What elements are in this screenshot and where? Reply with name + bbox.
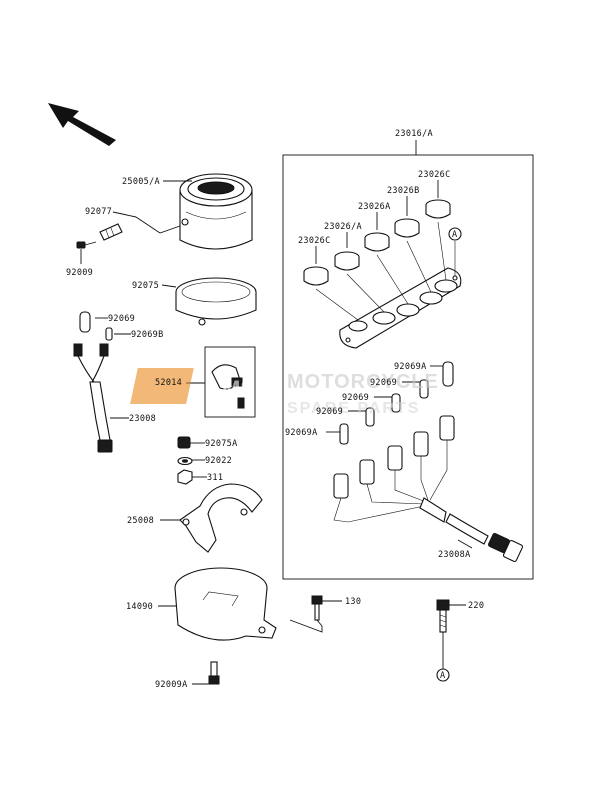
lens-cap-23026B bbox=[394, 218, 420, 238]
watermark-line2: SPARE PARTS bbox=[287, 400, 420, 417]
nut-311 bbox=[177, 469, 193, 485]
label-92009: 92009 bbox=[66, 268, 93, 278]
watermark-badge-text: MSP bbox=[222, 376, 270, 401]
bulbs-right-side bbox=[339, 361, 454, 445]
ref-a-top-text: A bbox=[452, 230, 457, 240]
watermark-badge bbox=[130, 368, 194, 404]
screw-92009 bbox=[76, 241, 97, 249]
label-23016A: 23016/A bbox=[395, 129, 433, 139]
lens-cap-23026A bbox=[364, 232, 390, 252]
watermark-line1: MOTORCYCLE bbox=[287, 371, 439, 393]
label-52014: 52014 bbox=[155, 378, 182, 388]
label-92075A: 92075A bbox=[205, 439, 238, 449]
label-92075: 92075 bbox=[132, 281, 159, 291]
front-direction-arrow-icon bbox=[48, 103, 116, 146]
washer-92022 bbox=[177, 456, 193, 466]
lens-cap-23026C-left bbox=[303, 266, 329, 286]
reference-marker-a-top bbox=[448, 227, 462, 241]
label-220: 220 bbox=[468, 601, 484, 611]
label-25005A: 25005/A bbox=[122, 177, 160, 187]
lens-cap-23026-slash-A bbox=[334, 251, 360, 271]
mounting-ring-92075 bbox=[175, 277, 257, 326]
lens-cap-23026C-top bbox=[425, 199, 451, 219]
bolt-130 bbox=[311, 595, 323, 621]
label-23008A: 23008A bbox=[438, 550, 471, 560]
drive-cable-adapter bbox=[99, 223, 123, 241]
label-92069-left: 92069 bbox=[108, 314, 135, 324]
screw-92009A bbox=[208, 661, 220, 685]
label-23026A: 23026A bbox=[358, 202, 391, 212]
ref-a-bottom-text: A bbox=[440, 671, 445, 681]
meter-cover-14090 bbox=[174, 567, 277, 641]
label-311: 311 bbox=[207, 473, 223, 483]
label-92069-r1: 92069 bbox=[370, 378, 397, 388]
label-25008: 25008 bbox=[127, 516, 154, 526]
bulb-socket-harness bbox=[73, 311, 113, 453]
speedometer-gear-52014 bbox=[204, 346, 256, 418]
watermark: MSP MOTORCYCLE SPARE PARTS bbox=[130, 368, 439, 417]
label-92069-r2: 92069 bbox=[342, 393, 369, 403]
label-23026B: 23026B bbox=[387, 186, 420, 196]
label-23026C-top: 23026C bbox=[418, 170, 451, 180]
label-92022: 92022 bbox=[205, 456, 232, 466]
assembly-frame-23016A bbox=[282, 154, 534, 580]
label-23008: 23008 bbox=[129, 414, 156, 424]
meter-bracket-25008 bbox=[179, 483, 263, 553]
label-92069A-top: 92069A bbox=[394, 362, 427, 372]
speedometer-housing bbox=[179, 173, 253, 250]
label-23026C-left: 23026C bbox=[298, 236, 331, 246]
label-92069-r3: 92069 bbox=[316, 407, 343, 417]
label-92077: 92077 bbox=[85, 207, 112, 217]
label-23026-slash-A: 23026/A bbox=[324, 222, 362, 232]
socket-harness-23008A bbox=[333, 415, 524, 563]
label-92069B: 92069B bbox=[131, 330, 164, 340]
label-130: 130 bbox=[345, 597, 361, 607]
label-92009A: 92009A bbox=[155, 680, 188, 690]
label-92069A-left: 92069A bbox=[285, 428, 318, 438]
screw-220 bbox=[436, 599, 450, 633]
label-14090: 14090 bbox=[126, 602, 153, 612]
grommet-92075A bbox=[177, 436, 191, 449]
indicator-lens-panel bbox=[339, 267, 462, 349]
